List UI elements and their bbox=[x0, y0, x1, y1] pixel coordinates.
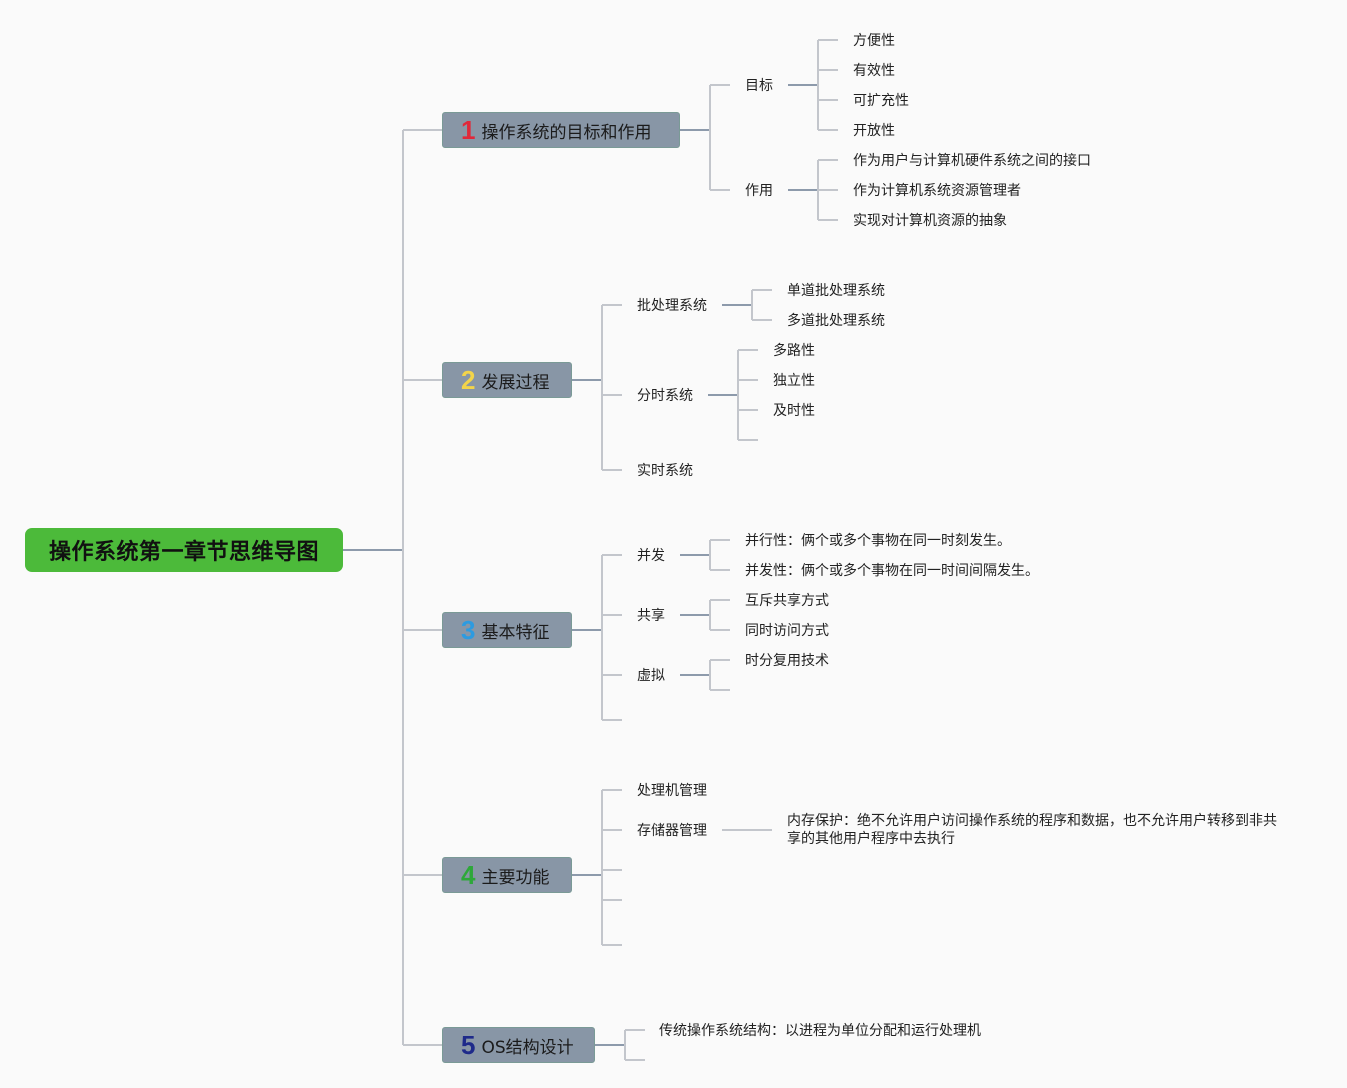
node-batch-item[interactable]: 多道批处理系统 bbox=[787, 313, 885, 329]
node-processor-management[interactable]: 处理机管理 bbox=[637, 783, 707, 799]
node-sharing-item[interactable]: 互斥共享方式 bbox=[745, 593, 829, 609]
node-role-item[interactable]: 作为计算机系统资源管理者 bbox=[853, 183, 1021, 199]
node-sharing-item[interactable]: 同时访问方式 bbox=[745, 623, 829, 639]
branch-label: 操作系统的目标和作用 bbox=[481, 122, 652, 143]
branch-number-4: 4 bbox=[461, 859, 476, 890]
node-sharing[interactable]: 共享 bbox=[637, 608, 665, 624]
node-batch-item[interactable]: 单道批处理系统 bbox=[787, 283, 885, 299]
node-concurrency[interactable]: 并发 bbox=[637, 548, 665, 564]
node-concurrency-item[interactable]: 并发性：俩个或多个事物在同一时间间隔发生。 bbox=[745, 563, 1039, 579]
node-virtual-item[interactable]: 时分复用技术 bbox=[745, 653, 829, 669]
node-batch-system[interactable]: 批处理系统 bbox=[637, 298, 707, 314]
node-goal-item[interactable]: 方便性 bbox=[853, 33, 895, 49]
branch-number-5: 5 bbox=[461, 1029, 476, 1060]
node-timeshare-system[interactable]: 分时系统 bbox=[637, 388, 693, 404]
branch-number-1: 1 bbox=[461, 114, 476, 145]
node-role-item[interactable]: 作为用户与计算机硬件系统之间的接口 bbox=[853, 153, 1091, 169]
branch-5-os-structure[interactable]: 5 OS结构设计 bbox=[442, 1027, 595, 1063]
node-timeshare-item[interactable]: 及时性 bbox=[773, 403, 815, 419]
node-realtime-system[interactable]: 实时系统 bbox=[637, 463, 693, 479]
node-concurrency-item[interactable]: 并行性：俩个或多个事物在同一时刻发生。 bbox=[745, 533, 1011, 549]
branch-2-development[interactable]: 2 发展过程 bbox=[442, 362, 572, 398]
node-role-item[interactable]: 实现对计算机资源的抽象 bbox=[853, 213, 1007, 229]
node-virtual[interactable]: 虚拟 bbox=[637, 668, 665, 684]
node-goal[interactable]: 目标 bbox=[745, 78, 773, 94]
node-goal-item[interactable]: 有效性 bbox=[853, 63, 895, 79]
branch-4-functions[interactable]: 4 主要功能 bbox=[442, 857, 572, 893]
node-goal-item[interactable]: 可扩充性 bbox=[853, 93, 909, 109]
branch-label: OS结构设计 bbox=[481, 1037, 574, 1058]
branch-number-3: 3 bbox=[461, 614, 476, 645]
node-memory-protection[interactable]: 内存保护：绝不允许用户访问操作系统的程序和数据，也不允许用户转移到非共享的其他用… bbox=[787, 813, 1277, 847]
node-role[interactable]: 作用 bbox=[745, 183, 773, 199]
node-goal-item[interactable]: 开放性 bbox=[853, 123, 895, 139]
branch-number-2: 2 bbox=[461, 364, 476, 395]
node-timeshare-item[interactable]: 独立性 bbox=[773, 373, 815, 389]
node-memory-management[interactable]: 存储器管理 bbox=[637, 823, 707, 839]
root-node[interactable]: 操作系统第一章节思维导图 bbox=[25, 528, 343, 572]
node-traditional-structure[interactable]: 传统操作系统结构：以进程为单位分配和运行处理机 bbox=[659, 1023, 981, 1039]
branch-1-goals-and-roles[interactable]: 1 操作系统的目标和作用 bbox=[442, 112, 680, 148]
node-timeshare-item[interactable]: 多路性 bbox=[773, 343, 815, 359]
branch-label: 主要功能 bbox=[481, 867, 550, 888]
branch-label: 基本特征 bbox=[481, 622, 550, 643]
branch-label: 发展过程 bbox=[481, 372, 550, 393]
branch-3-characteristics[interactable]: 3 基本特征 bbox=[442, 612, 572, 648]
